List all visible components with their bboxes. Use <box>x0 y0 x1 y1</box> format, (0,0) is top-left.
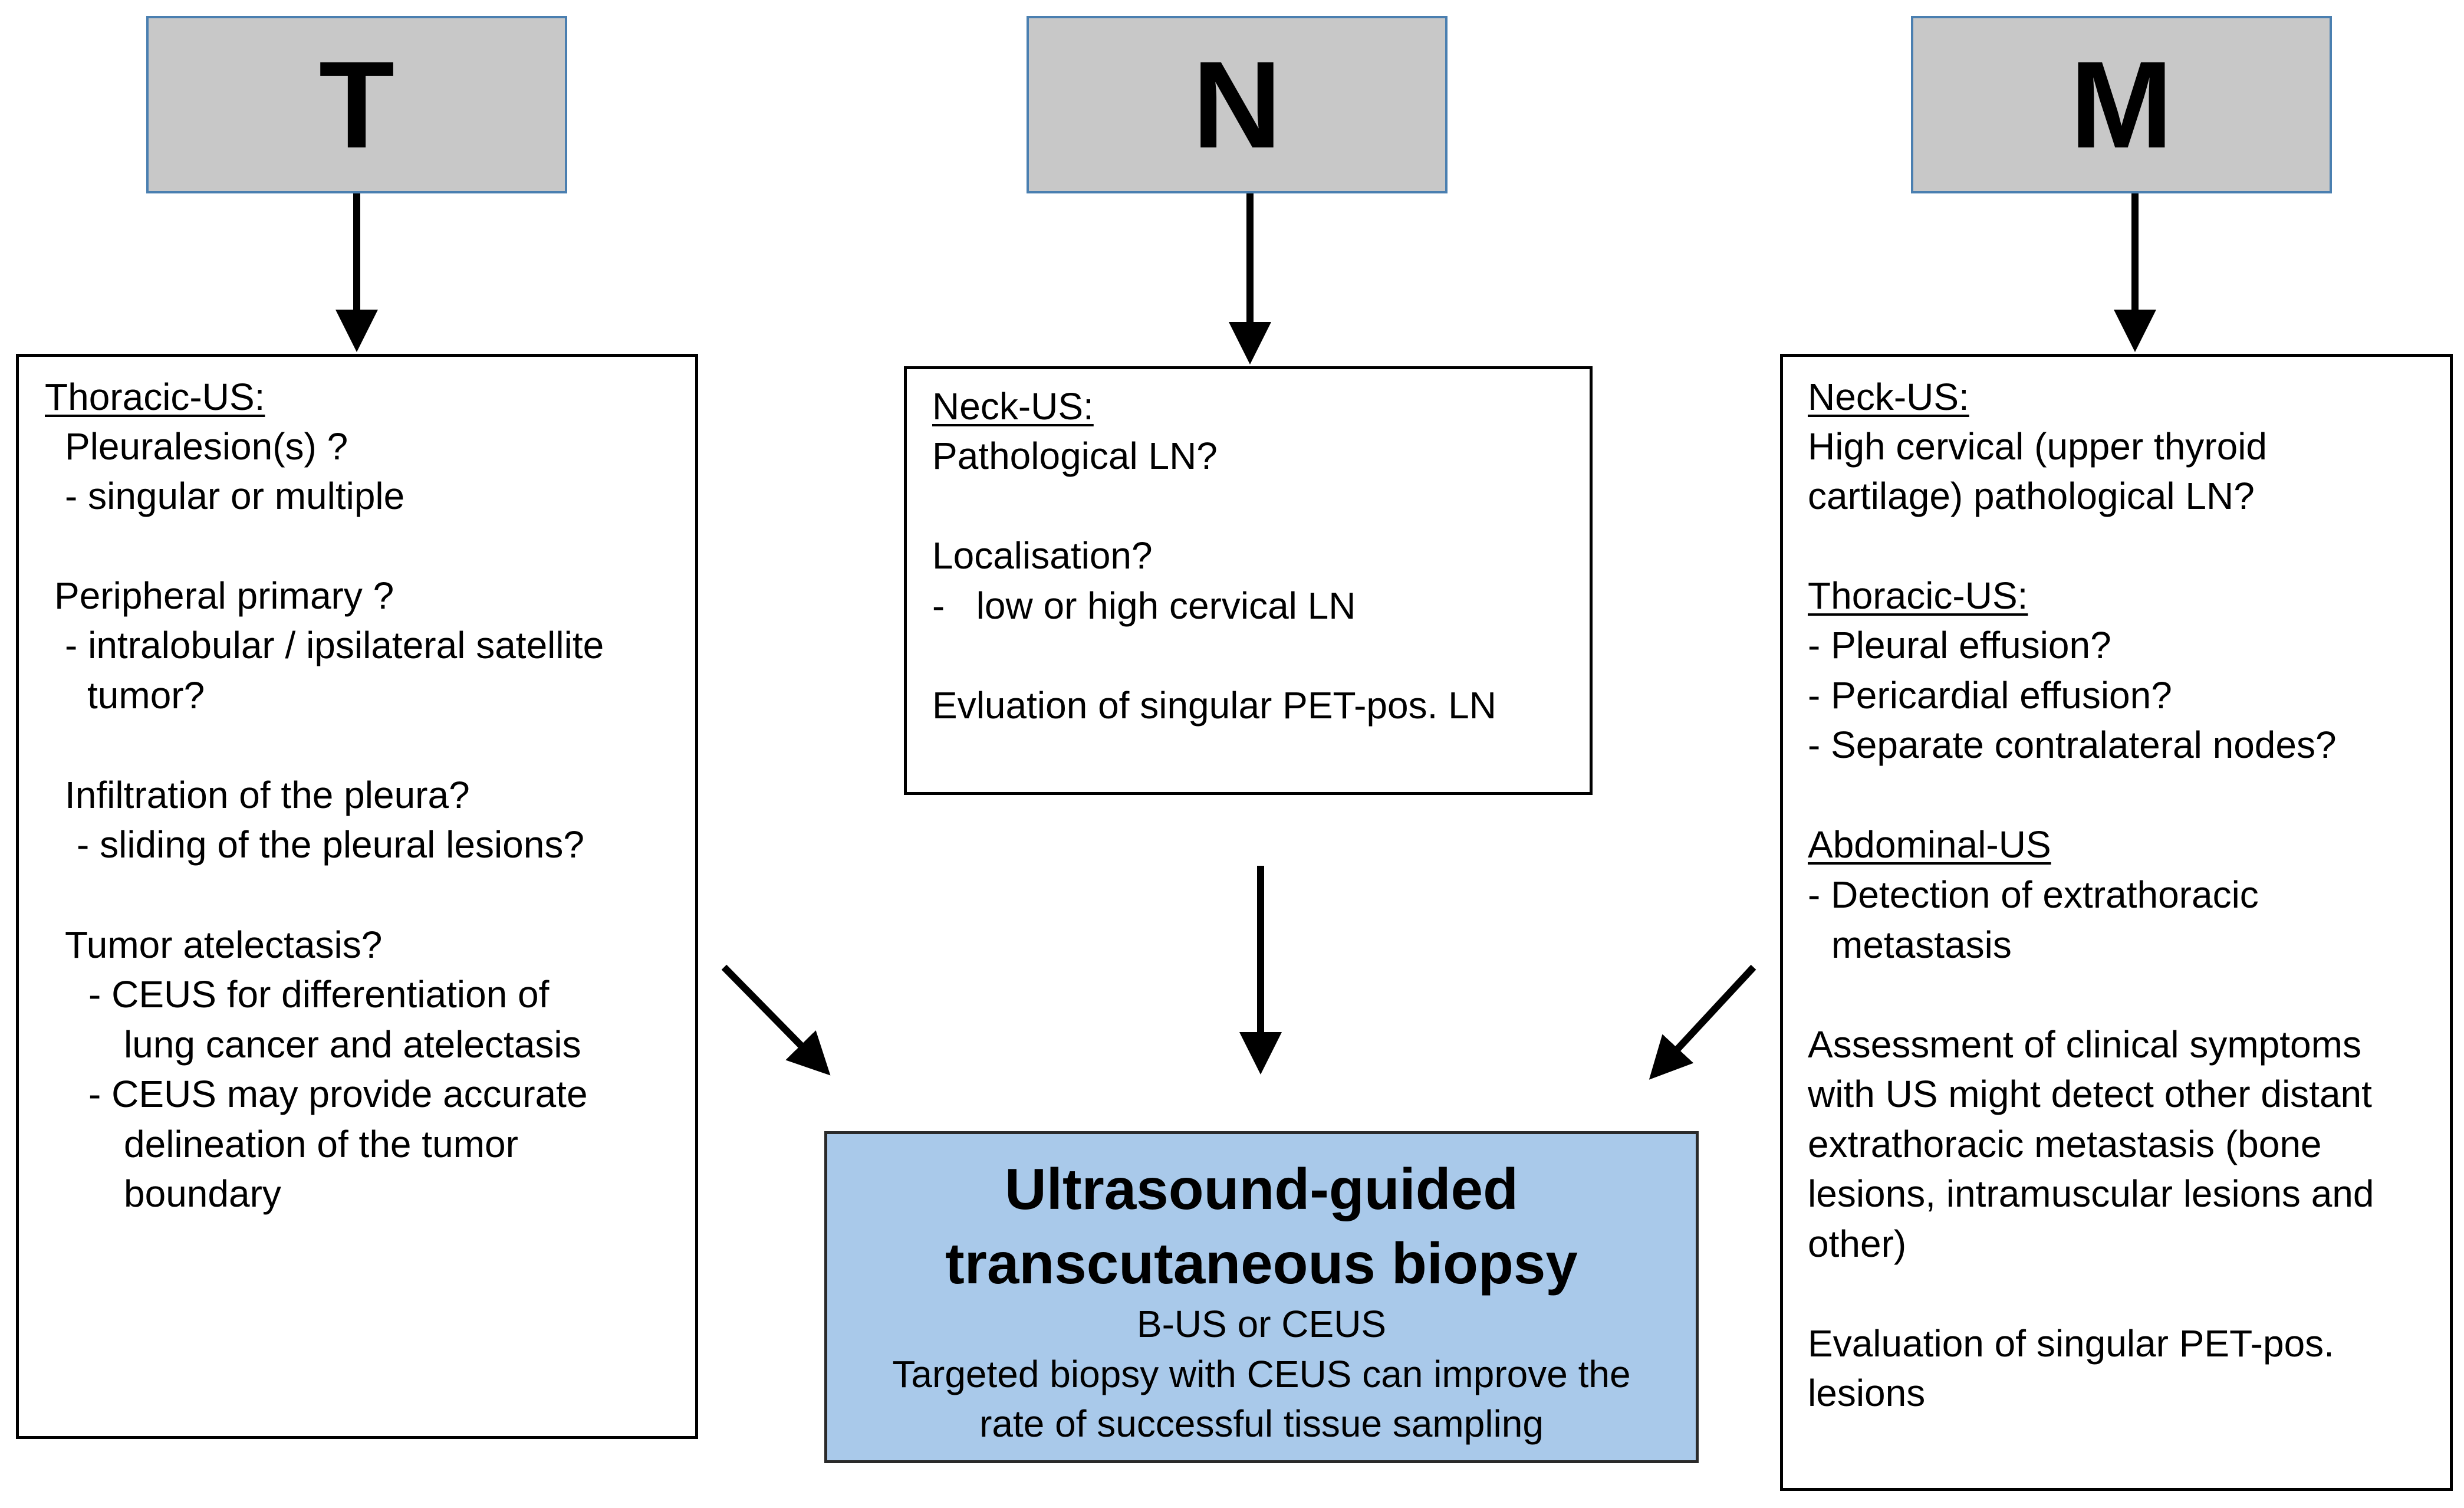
biopsy-outcome-box: Ultrasound-guided transcutaneous biopsy … <box>824 1131 1699 1463</box>
arrow-m-to-biopsy <box>1649 964 1756 1080</box>
m-box-line: Evaluation of singular PET-pos. <box>1808 1322 2334 1365</box>
n-box-line: Evluation of singular PET-pos. LN <box>932 684 1496 727</box>
m-box: Neck-US: High cervical (upper thyroid ca… <box>1780 354 2453 1491</box>
t-box-line: lung cancer and atelectasis <box>124 1023 581 1066</box>
m-box-line: with US might detect other distant <box>1808 1073 2372 1115</box>
m-box-line: other) <box>1808 1223 1907 1265</box>
m-box-line: lesions <box>1808 1372 1926 1414</box>
header-n: N <box>1027 16 1448 193</box>
n-box-heading: Neck-US: <box>932 385 1094 428</box>
outcome-subtitle: B-US or CEUS <box>1136 1303 1387 1345</box>
t-box-line: delineation of the tumor <box>124 1123 518 1165</box>
t-box-line: Peripheral primary ? <box>54 574 394 617</box>
t-box: Thoracic-US: Pleuralesion(s) ? - singula… <box>16 354 698 1439</box>
t-box-line: boundary <box>124 1172 281 1215</box>
header-t: T <box>146 16 567 193</box>
m-box-line: metastasis <box>1831 924 2012 966</box>
m-box-line: Assessment of clinical symptoms <box>1808 1023 2361 1066</box>
outcome-description-line1: Targeted biopsy with CEUS can improve th… <box>892 1353 1631 1395</box>
m-box-heading: Thoracic-US: <box>1808 574 2028 617</box>
header-m-label: M <box>2070 35 2173 174</box>
t-box-line: Infiltration of the pleura? <box>65 774 470 816</box>
n-box-line: - low or high cervical LN <box>932 584 1356 627</box>
m-box-line: - Detection of extrathoracic <box>1808 873 2259 916</box>
m-box-heading: Neck-US: <box>1808 376 1969 418</box>
t-box-line: - CEUS may provide accurate <box>88 1073 588 1115</box>
n-box: Neck-US: Pathological LN? Localisation? … <box>904 366 1593 795</box>
n-box-line: Localisation? <box>932 534 1153 577</box>
t-box-heading: Thoracic-US: <box>45 376 265 418</box>
header-t-label: T <box>318 35 395 174</box>
t-box-line: - intralobular / ipsilateral satellite <box>65 624 604 666</box>
header-m: M <box>1911 16 2332 193</box>
m-box-line: extrathoracic metastasis (bone <box>1808 1123 2322 1165</box>
t-box-line: - singular or multiple <box>65 475 405 517</box>
m-box-heading: Abdominal-US <box>1808 823 2051 866</box>
m-box-line: cartilage) pathological LN? <box>1808 475 2255 517</box>
arrow-t-to-biopsy <box>721 964 831 1076</box>
m-box-line: - Separate contralateral nodes? <box>1808 724 2337 766</box>
outcome-description-line2: rate of successful tissue sampling <box>979 1402 1544 1445</box>
t-box-line: Tumor atelectasis? <box>65 924 383 966</box>
t-box-line: - sliding of the pleural lesions? <box>77 823 584 866</box>
m-box-line: High cervical (upper thyroid <box>1808 425 2267 468</box>
m-box-line: - Pericardial effusion? <box>1808 674 2172 717</box>
m-box-line: lesions, intramuscular lesions and <box>1808 1172 2374 1215</box>
outcome-title-line2: transcutaneous biopsy <box>945 1231 1578 1296</box>
m-box-line: - Pleural effusion? <box>1808 624 2111 666</box>
header-n-label: N <box>1192 35 1282 174</box>
outcome-title-line1: Ultrasound-guided <box>1004 1157 1519 1221</box>
t-box-line: Pleuralesion(s) ? <box>65 425 348 468</box>
t-box-line: - CEUS for differentiation of <box>88 973 550 1016</box>
n-box-line: Pathological LN? <box>932 435 1218 477</box>
t-box-line: tumor? <box>87 674 205 717</box>
